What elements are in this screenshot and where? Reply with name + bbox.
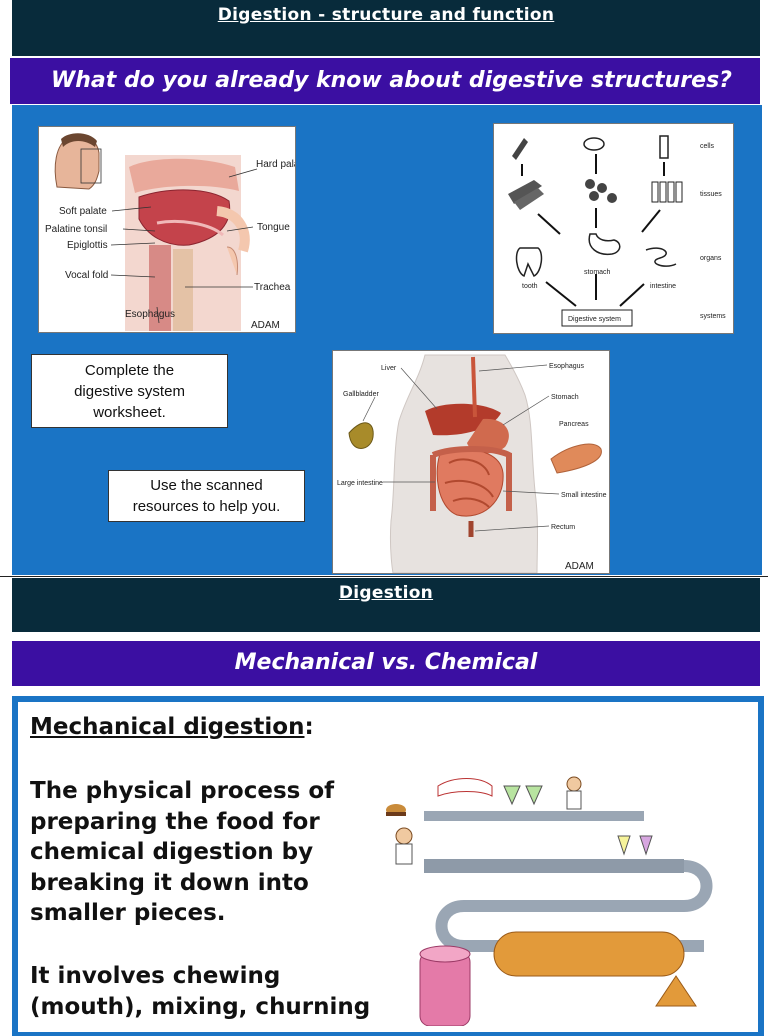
- label-rectum: Rectum: [551, 524, 575, 531]
- note-use-resources-text: Use the scanned resources to help you.: [132, 477, 281, 515]
- note-complete-worksheet-text: Complete the digestive system worksheet.: [74, 361, 185, 421]
- label-digestive-system: Digestive system: [568, 316, 621, 323]
- credit-logo: ADAM: [251, 320, 280, 331]
- slide2-header-title: Digestion: [338, 583, 434, 603]
- label-trachea: Trachea: [254, 282, 291, 293]
- label-large-intestine: Large intestine: [337, 480, 383, 487]
- digestive-organs-illustration: Liver Esophagus Gallbladder Stomach Panc…: [337, 354, 607, 574]
- digestion-factory-illustration: [384, 756, 746, 1026]
- label-esophagus: Esophagus: [125, 309, 175, 320]
- label-gallbladder: Gallbladder: [343, 391, 379, 398]
- label-cells: cells: [700, 143, 715, 150]
- label-vocal-fold: Vocal fold: [65, 270, 108, 281]
- slide2-term: Mechanical digestion:: [30, 714, 314, 740]
- digestive-organs-figure: Liver Esophagus Gallbladder Stomach Panc…: [332, 350, 610, 574]
- slide2-header-bar: Digestion: [12, 578, 760, 632]
- label-systems: systems: [700, 313, 726, 320]
- label-palatine-tonsil: Palatine tonsil: [45, 224, 107, 235]
- slide2-term-text: Mechanical digestion: [30, 714, 305, 740]
- label-epiglottis: Epiglottis: [67, 240, 108, 251]
- label-organs: organs: [700, 255, 722, 262]
- slide2-paragraph-2: It involves chewing (mouth), mixing, chu…: [30, 963, 371, 1020]
- label-body-esophagus: Esophagus: [549, 363, 585, 370]
- label-stomach: stomach: [584, 269, 611, 276]
- slide1-header-bar: Digestion - structure and function: [12, 0, 760, 56]
- label-hard-palate: Hard palate: [256, 159, 295, 170]
- mouth-throat-illustration: Hard palate Soft palate Palatine tonsil …: [45, 131, 308, 331]
- label-liver: Liver: [381, 365, 397, 372]
- credit-logo-body: ADAM: [565, 561, 594, 572]
- label-pancreas: Pancreas: [559, 421, 589, 428]
- note-use-resources: Use the scanned resources to help you.: [108, 470, 305, 522]
- slide2-term-colon: :: [304, 714, 314, 740]
- slide-divider: [0, 576, 768, 577]
- label-small-intestine: Small intestine: [561, 492, 607, 499]
- slide1-question: What do you already know about digestive…: [51, 68, 732, 93]
- slide1-question-bar: What do you already know about digestive…: [10, 58, 760, 104]
- slide2-paragraph-1: The physical process of preparing the fo…: [30, 778, 335, 926]
- label-tissues: tissues: [700, 191, 722, 198]
- label-tooth: tooth: [522, 283, 538, 290]
- slide1-header-title: Digestion - structure and function: [217, 5, 555, 25]
- organization-levels-figure: cells tissues organs systems tooth stoma…: [493, 123, 734, 334]
- label-body-stomach: Stomach: [551, 394, 579, 401]
- note-complete-worksheet: Complete the digestive system worksheet.: [31, 354, 228, 428]
- slide2-subtitle: Mechanical vs. Chemical: [234, 650, 538, 675]
- mouth-throat-figure: Hard palate Soft palate Palatine tonsil …: [38, 126, 308, 333]
- factory-cartoon: [384, 756, 746, 1026]
- label-soft-palate: Soft palate: [59, 206, 107, 217]
- label-tongue: Tongue: [257, 222, 290, 233]
- slide2-subtitle-bar: Mechanical vs. Chemical: [12, 641, 760, 686]
- organization-levels-diagram: cells tissues organs systems tooth stoma…: [508, 135, 726, 327]
- label-intestine: intestine: [650, 283, 676, 290]
